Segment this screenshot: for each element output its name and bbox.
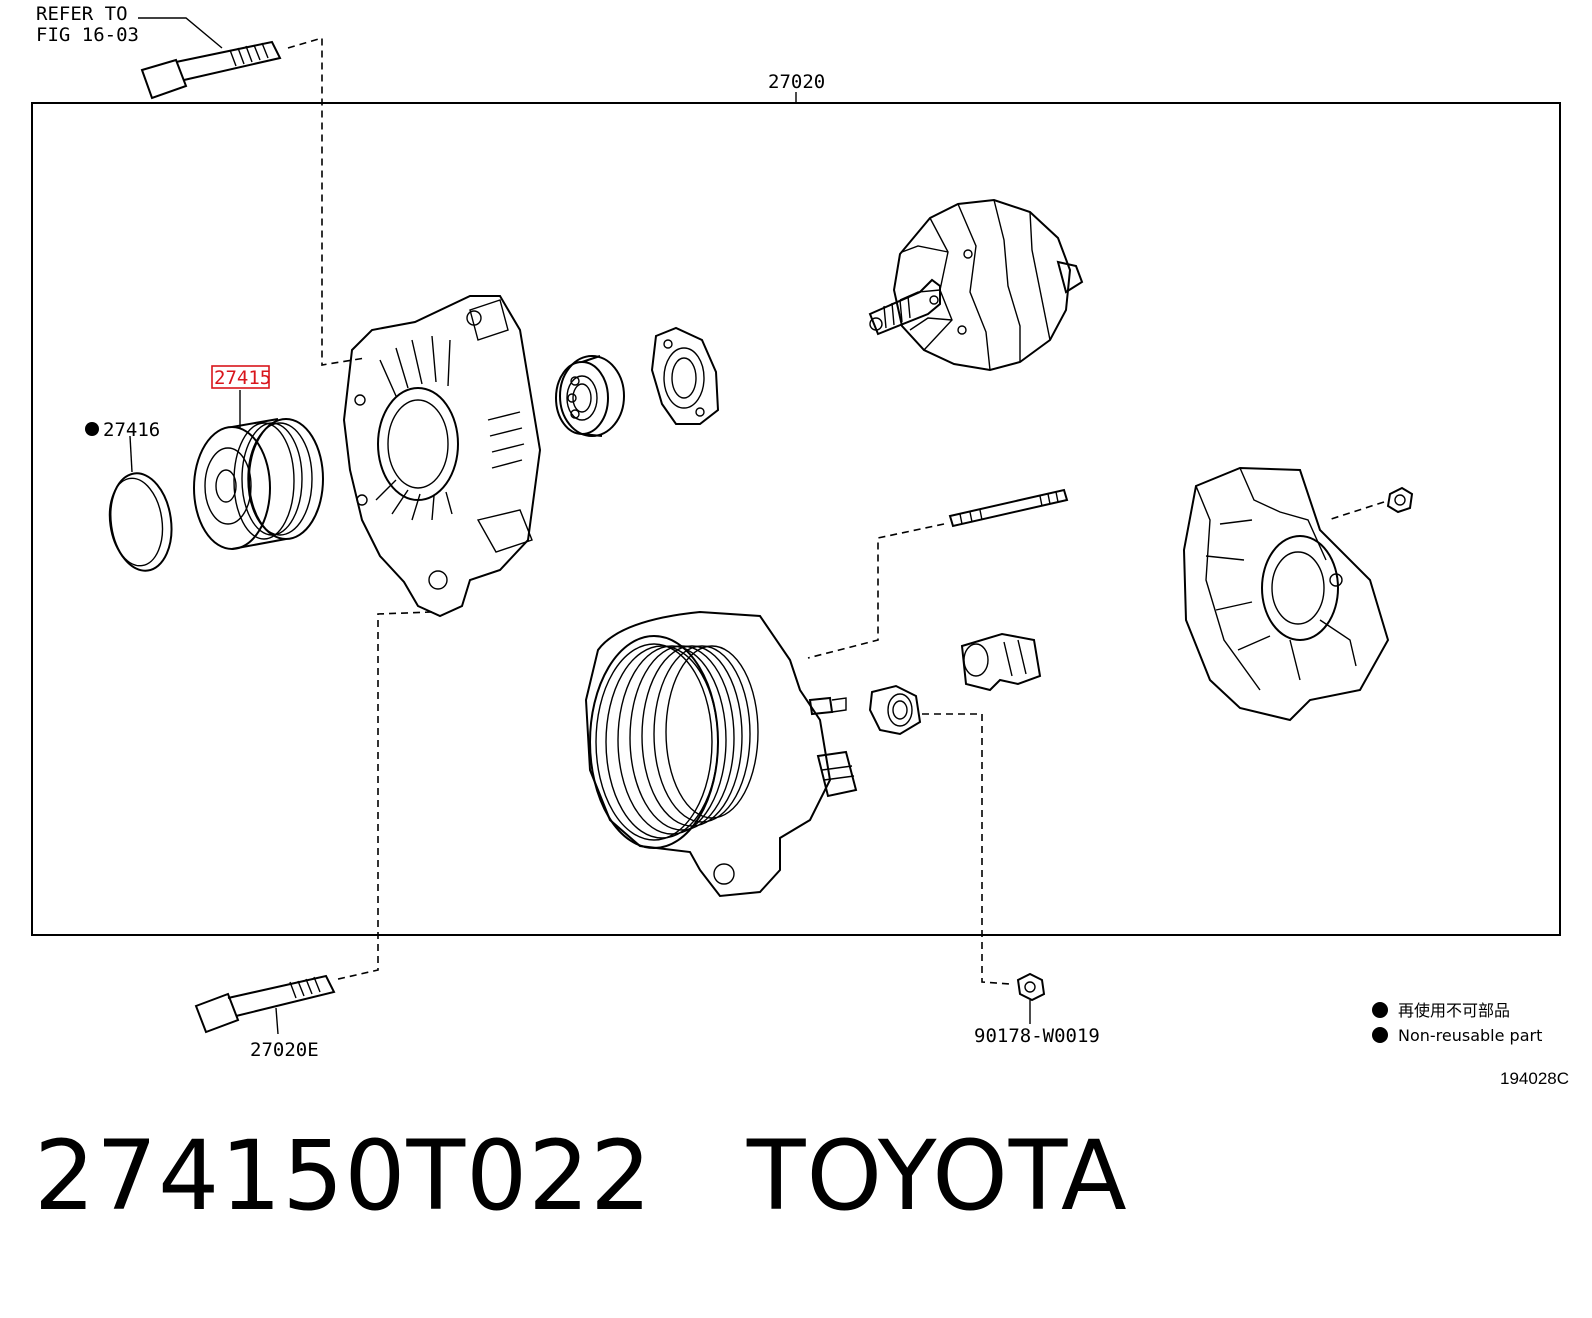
stud-bolt-part[interactable] [948,488,1069,528]
figure-code: 194028C [1500,1069,1569,1088]
non-reusable-dot-icon [85,422,99,436]
caption-brand: TOYOTA [746,1120,1128,1232]
pulley-part[interactable] [193,418,324,550]
nut-part[interactable] [1016,972,1046,1002]
lower-bolt-leader [275,1007,279,1035]
part-caption: 274150T022 TOYOTA [34,1128,1128,1224]
lower-bolt-part[interactable] [194,974,336,1034]
label-refer-line2: FIG 16-03 [36,24,139,46]
bearing-part[interactable] [555,355,625,437]
cover-nut-part[interactable] [1386,486,1414,514]
label-refer-line1: REFER TO [36,3,128,25]
brush-holder-part[interactable] [960,632,1042,692]
label-pulley[interactable]: 27415 [214,367,271,389]
nut-path [922,713,1011,985]
lower-bolt-path [333,611,433,981]
rear-cover-part[interactable] [1182,466,1390,722]
rotor-part[interactable] [868,198,1084,372]
label-assembly[interactable]: 27020 [768,71,825,93]
refer-leader [138,17,223,49]
legend-english: Non-reusable part [1398,1026,1542,1045]
stud-bolt-path [807,523,945,659]
terminal-insulator-part[interactable] [868,684,922,736]
label-bolt[interactable]: 27020E [250,1039,319,1061]
caption-part-number: 274150T022 [34,1120,653,1232]
legend-dot-icon-1 [1372,1002,1388,1018]
legend-japanese: 再使用不可部品 [1398,1001,1510,1020]
stator-frame-part[interactable] [584,610,858,898]
cap-part[interactable] [104,469,177,574]
pulley-highlight-box [211,365,270,389]
label-nut[interactable]: 90178-W0019 [974,1025,1100,1047]
cover-nut-path [1327,501,1385,521]
top-bolt-part[interactable] [140,40,282,100]
assembly-frame [31,102,1561,936]
legend-dot-icon-2 [1372,1027,1388,1043]
top-bolt-path [287,36,366,366]
drive-end-frame-part[interactable] [342,295,542,618]
cap-leader [129,435,133,473]
label-cap[interactable]: 27416 [103,419,160,441]
retainer-plate-part[interactable] [650,326,720,425]
